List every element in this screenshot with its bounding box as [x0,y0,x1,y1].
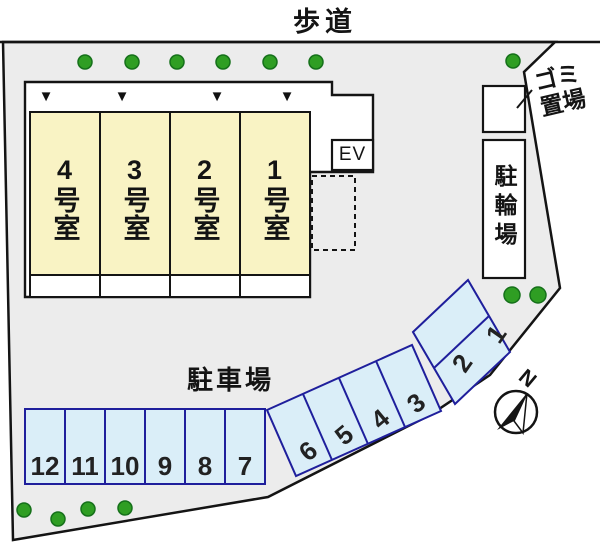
stall-divider [302,393,333,461]
tree-icon [529,286,547,304]
tree-icon [503,286,521,304]
tree-icon [215,54,231,70]
room-4-label: 4号室 [49,154,80,242]
elevator-label: EV [338,144,367,165]
parking-space-8-label: 8 [197,451,213,481]
parking-space-11-label: 11 [71,451,99,481]
tree-icon [16,502,32,518]
stall-divider [375,360,406,428]
room-1-label: 1号室 [259,154,290,242]
sidewalk-label: 歩道 [293,7,357,37]
porch-cell [29,274,101,298]
tree-icon [77,54,93,70]
porch-cell [99,274,171,298]
stair-landing-dashed [311,175,356,251]
parking-space-10-label: 10 [110,451,140,481]
garbage-box [481,84,527,134]
garbage-leader-line [516,89,533,109]
compass-icon [493,389,539,435]
entrance-marker-icon: ▼ [38,88,54,105]
entrance-marker-icon: ▼ [209,88,225,105]
parking-lot-label: 駐車場 [186,365,274,395]
room-3 [99,111,171,276]
porch-cell [169,274,241,298]
tree-icon [308,54,324,70]
parking-space-7-label: 7 [237,451,253,481]
elevator-box [330,138,375,172]
tree-icon [262,54,278,70]
tree-icon [169,54,185,70]
tree-icon [117,500,133,516]
bicycle-parking-box [481,138,527,280]
tree-icon [50,511,66,527]
tree-icons [16,53,547,527]
bicycle-parking-label: 駐輪場 [491,163,517,251]
entrance-marker-icon: ▼ [114,88,130,105]
room-1 [239,111,311,276]
stall-divider [338,377,369,445]
room-4 [29,111,101,276]
parking-space-9-label: 9 [157,451,173,481]
room-3-label: 3号室 [119,154,150,242]
parking-space-12-label: 12 [30,451,60,481]
tree-icon [80,501,96,517]
tree-icon [505,53,521,69]
entrance-marker-icon: ▼ [279,88,295,105]
room-2 [169,111,241,276]
porch-cell [239,274,311,298]
stall-divider [433,315,490,369]
tree-icon [124,54,140,70]
room-2-label: 2号室 [189,154,220,242]
